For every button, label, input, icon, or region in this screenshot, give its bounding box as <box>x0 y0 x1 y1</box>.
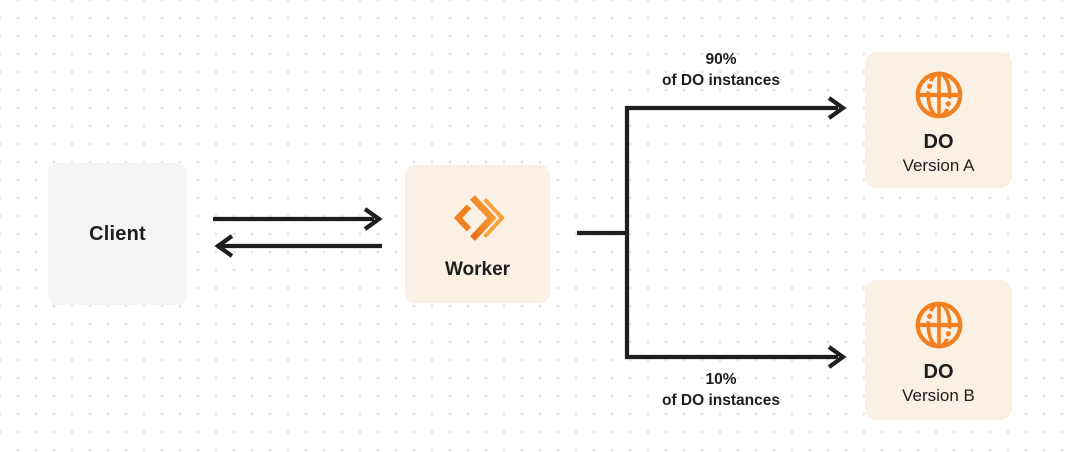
client-node: Client <box>48 163 187 305</box>
workers-icon <box>449 189 507 247</box>
globe-icon <box>911 297 967 353</box>
branch-split-line <box>577 105 838 360</box>
branch-arrowhead-top <box>827 96 847 120</box>
do-b-title: DO <box>923 360 954 383</box>
branch-caption-10: of DO instances <box>662 392 780 409</box>
globe-icon <box>911 67 967 123</box>
branch-arrowhead-bottom <box>827 345 847 369</box>
branch-percent-10: 10% <box>705 371 737 388</box>
branch-percent-90: 90% <box>705 51 737 68</box>
client-to-worker-arrow <box>213 207 383 231</box>
do-version-a-node: DO Version A <box>865 52 1012 188</box>
branch-label-10: 10% of DO instances <box>621 369 821 411</box>
do-version-b-node: DO Version B <box>865 280 1012 420</box>
do-a-subtitle: Version A <box>902 155 975 175</box>
client-label: Client <box>89 222 146 245</box>
worker-label: Worker <box>444 259 511 280</box>
worker-node: Worker <box>405 165 550 303</box>
branch-label-90: 90% of DO instances <box>621 49 821 91</box>
do-a-title: DO <box>923 130 954 153</box>
branch-caption-90: of DO instances <box>662 72 780 89</box>
do-b-subtitle: Version B <box>902 385 975 405</box>
worker-to-client-arrow <box>214 234 382 258</box>
